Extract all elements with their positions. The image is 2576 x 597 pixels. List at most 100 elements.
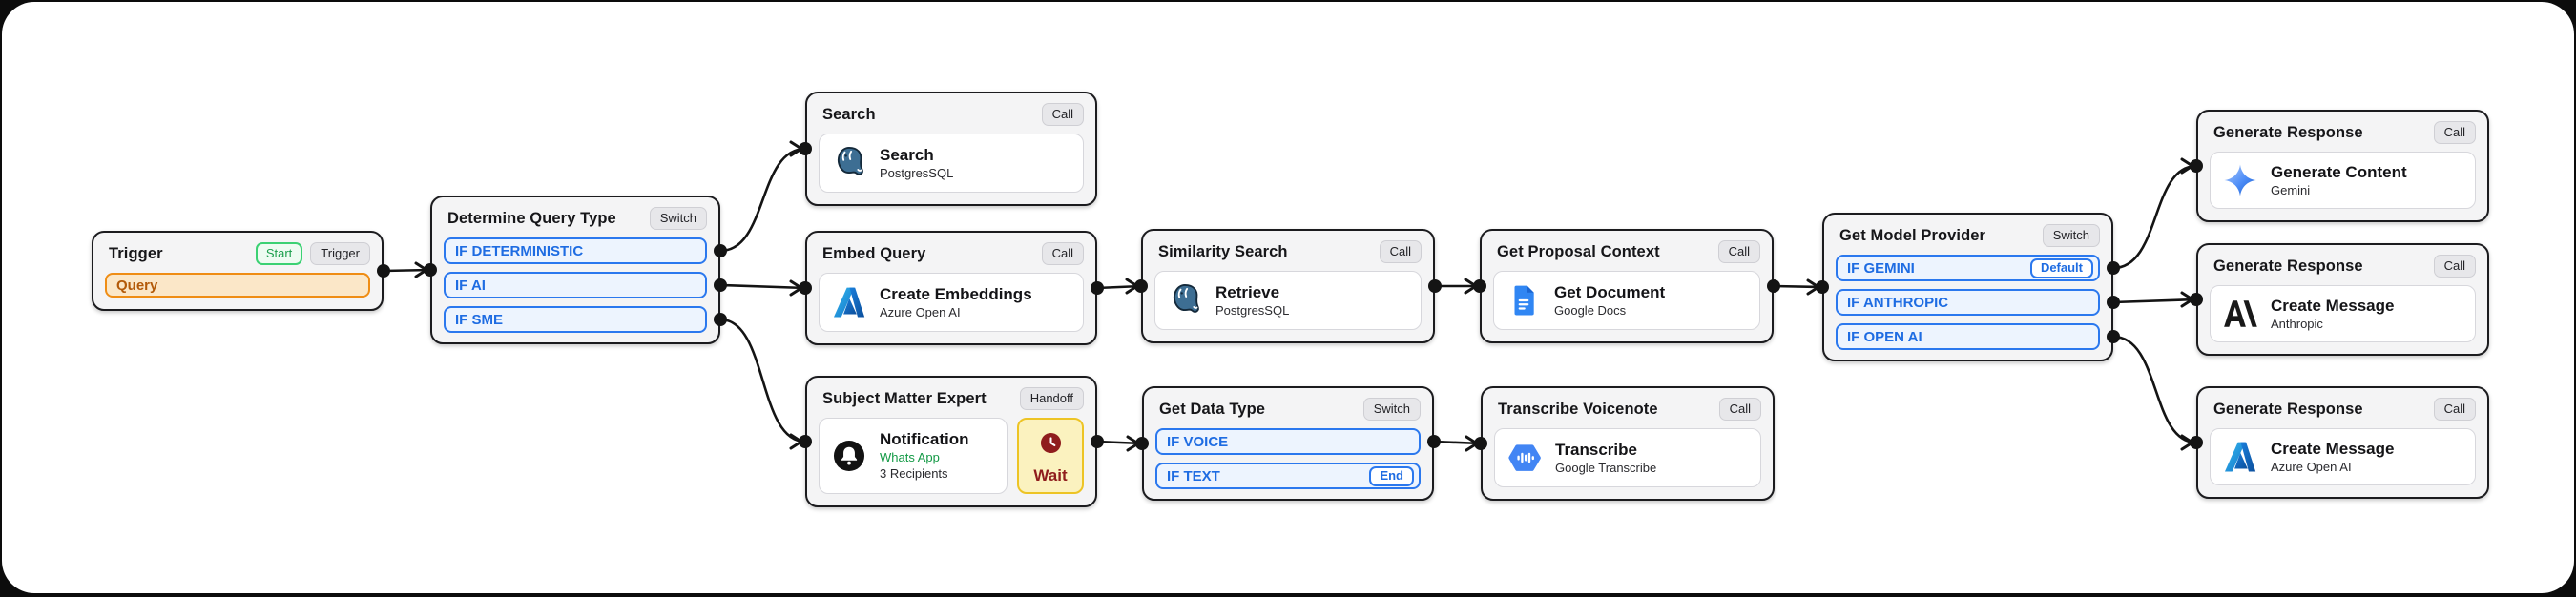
switch-badge: Switch	[2042, 224, 2100, 247]
trigger-kind-badge: Trigger	[310, 242, 370, 265]
end-tag: End	[1369, 465, 1414, 486]
action-card-notification[interactable]: Notification Whats App 3 Recipients	[819, 418, 1008, 494]
action-title: Search	[880, 145, 934, 164]
node-header: Trigger Start Trigger	[105, 242, 370, 265]
node-header: Generate Response Call	[2210, 121, 2476, 144]
action-provider: PostgresSQL	[880, 165, 954, 180]
case-if-ai[interactable]: IF AI	[444, 272, 707, 298]
case-if-gemini[interactable]: IF GEMINI Default	[1836, 255, 2100, 281]
node-trigger[interactable]: Trigger Start Trigger Query	[92, 231, 384, 311]
wait-label: Wait	[1033, 466, 1068, 484]
node-generate-response-anthropic[interactable]: Generate Response Call Create Message An…	[2196, 243, 2489, 356]
clock-icon	[1039, 431, 1063, 455]
node-similarity-search[interactable]: Similarity Search Call Retrieve Postgres…	[1141, 229, 1435, 343]
case-if-sme[interactable]: IF SME	[444, 306, 707, 333]
action-title: Create Message	[2271, 296, 2395, 315]
node-search[interactable]: Search Call Search PostgresSQL	[805, 92, 1097, 206]
query-field[interactable]: Query	[105, 273, 370, 298]
node-title: Determine Query Type	[447, 209, 616, 227]
node-title: Embed Query	[822, 244, 926, 262]
node-header: Get Data Type Switch	[1155, 398, 1421, 421]
node-generate-response-azure[interactable]: Generate Response Call Create Message Az…	[2196, 386, 2489, 499]
anthropic-icon	[2222, 296, 2258, 332]
action-provider: Anthropic	[2271, 316, 2323, 331]
node-determine-query-type[interactable]: Determine Query Type Switch IF DETERMINI…	[430, 196, 720, 344]
edge	[2112, 298, 2197, 304]
wait-box[interactable]: Wait	[1017, 418, 1084, 494]
postgresql-icon	[1167, 282, 1203, 319]
action-provider: Google Transcribe	[1555, 460, 1657, 475]
node-title: Generate Response	[2213, 123, 2363, 141]
edge	[1096, 284, 1142, 290]
node-title: Get Data Type	[1159, 400, 1266, 418]
node-header: Get Model Provider Switch	[1836, 224, 2100, 247]
node-title: Generate Response	[2213, 400, 2363, 418]
action-provider: Gemini	[2271, 182, 2311, 197]
edge	[2112, 164, 2197, 270]
node-transcribe-voicenote[interactable]: Transcribe Voicenote Call Transcribe Goo…	[1481, 386, 1775, 501]
handoff-badge: Handoff	[1019, 387, 1084, 410]
action-card-generate-content[interactable]: Generate Content Gemini	[2210, 152, 2476, 209]
action-provider: Azure Open AI	[2271, 459, 2352, 474]
notification-bell-icon	[831, 438, 867, 474]
gemini-icon	[2222, 162, 2258, 198]
action-provider: Whats App	[880, 450, 940, 464]
action-title: Create Message	[2271, 439, 2395, 458]
edge	[2112, 335, 2197, 444]
action-provider: Google Docs	[1554, 302, 1627, 318]
edge	[719, 318, 806, 443]
node-title: Subject Matter Expert	[822, 389, 987, 407]
case-if-anthropic[interactable]: IF ANTHROPIC	[1836, 289, 2100, 316]
action-card-get-document[interactable]: Get Document Google Docs	[1493, 271, 1760, 330]
action-title: Create Embeddings	[880, 284, 1032, 303]
action-card-transcribe[interactable]: Transcribe Google Transcribe	[1494, 428, 1761, 487]
node-title: Generate Response	[2213, 257, 2363, 275]
node-header: Subject Matter Expert Handoff	[819, 387, 1084, 410]
node-generate-response-gemini[interactable]: Generate Response Call Generate Content …	[2196, 110, 2489, 222]
call-badge: Call	[2433, 255, 2476, 278]
case-if-deterministic[interactable]: IF DETERMINISTIC	[444, 237, 707, 264]
action-card-create-message-anthropic[interactable]: Create Message Anthropic	[2210, 285, 2476, 342]
google-transcribe-icon	[1506, 440, 1543, 476]
node-embed-query[interactable]: Embed Query Call Create Embeddings Azure…	[805, 231, 1097, 345]
call-badge: Call	[2433, 121, 2476, 144]
postgresql-icon	[831, 145, 867, 181]
action-card-retrieve[interactable]: Retrieve PostgresSQL	[1154, 271, 1422, 330]
node-title: Get Proposal Context	[1497, 242, 1660, 260]
edge	[719, 147, 806, 253]
call-badge: Call	[1718, 398, 1761, 421]
node-header: Get Proposal Context Call	[1493, 240, 1760, 263]
case-if-text[interactable]: IF TEXT End	[1155, 463, 1421, 489]
node-title: Get Model Provider	[1839, 226, 1986, 244]
call-badge: Call	[1717, 240, 1760, 263]
action-detail: 3 Recipients	[880, 466, 948, 481]
edge	[1773, 284, 1823, 289]
node-subject-matter-expert[interactable]: Subject Matter Expert Handoff Notificati…	[805, 376, 1097, 507]
case-if-open-ai[interactable]: IF OPEN AI	[1836, 323, 2100, 350]
edge	[383, 268, 431, 273]
node-title: Search	[822, 105, 876, 123]
node-header: Embed Query Call	[819, 242, 1084, 265]
azure-icon	[2222, 439, 2258, 475]
node-get-proposal-context[interactable]: Get Proposal Context Call Get Document G…	[1480, 229, 1774, 343]
action-card-create-message-azure[interactable]: Create Message Azure Open AI	[2210, 428, 2476, 485]
edge	[1433, 440, 1482, 445]
node-header: Search Call	[819, 103, 1084, 126]
case-if-voice[interactable]: IF VOICE	[1155, 428, 1421, 455]
action-title: Notification	[880, 430, 969, 448]
node-header: Transcribe Voicenote Call	[1494, 398, 1761, 421]
action-card-search[interactable]: Search PostgresSQL	[819, 134, 1084, 193]
call-badge: Call	[1041, 103, 1084, 126]
node-title: Trigger	[109, 244, 163, 262]
start-badge: Start	[255, 242, 303, 265]
node-header: Generate Response Call	[2210, 398, 2476, 421]
node-get-model-provider[interactable]: Get Model Provider Switch IF GEMINI Defa…	[1822, 213, 2113, 361]
action-card-create-embeddings[interactable]: Create Embeddings Azure Open AI	[819, 273, 1084, 332]
node-title: Similarity Search	[1158, 242, 1288, 260]
switch-badge: Switch	[1362, 398, 1421, 421]
node-header: Determine Query Type Switch	[444, 207, 707, 230]
switch-badge: Switch	[649, 207, 707, 230]
action-title: Generate Content	[2271, 162, 2407, 181]
node-get-data-type[interactable]: Get Data Type Switch IF VOICE IF TEXT En…	[1142, 386, 1434, 501]
